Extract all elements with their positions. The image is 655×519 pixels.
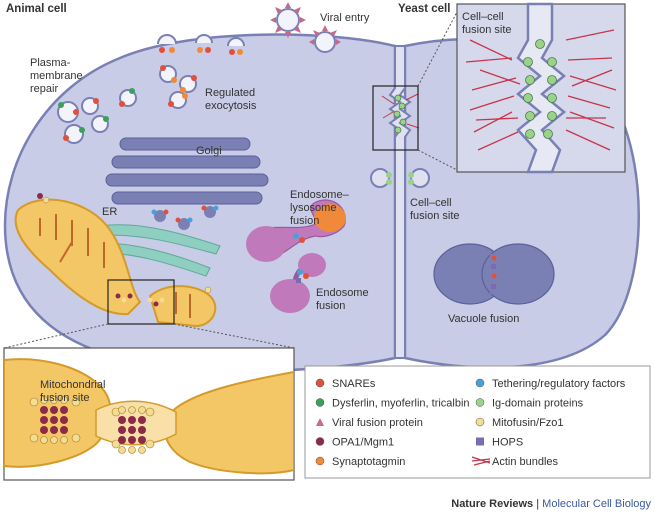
mito-fusion-label: Mitochondrial fusion site (40, 379, 108, 404)
membrane-repair-label: Plasma- membrane repair (30, 57, 86, 95)
vacuole-fusion-label: Vacuole fusion (448, 313, 519, 325)
golgi-vesicles (151, 205, 219, 230)
animal-cell-header: Animal cell (6, 3, 67, 15)
membrane-repair-proteins (58, 88, 135, 141)
er-label: ER (102, 206, 117, 218)
legend-label: Ig-domain proteins (492, 398, 584, 410)
legend-label: Mitofusin/Fzo1 (492, 417, 564, 429)
cell-cell-fusion-inset: Cell–cell fusion site (456, 2, 626, 174)
opa1-mgm1-swatch-icon (315, 437, 325, 446)
legend-item: Tethering/regulatory factors (475, 378, 626, 390)
golgi-label: Golgi (196, 145, 222, 157)
footer-section: Molecular Cell Biology (542, 498, 651, 510)
mitochondrial-fusion-inset: Mitochondrial fusion site (3, 347, 295, 481)
legend-item: SNAREs (315, 378, 376, 390)
endosome-fusion-label: Endosome fusion (316, 287, 372, 312)
inset-connector (417, 11, 458, 87)
viral-entry: Viral entry (270, 2, 370, 53)
legend-item: HOPS (476, 437, 523, 449)
endosome-lysosome-fusion (246, 199, 346, 262)
legend-label: Synaptotagmin (332, 456, 405, 468)
mitochondria (14, 193, 217, 328)
journal-footer: Nature Reviews | Molecular Cell Biology (451, 498, 651, 510)
mito-inset-connector (173, 323, 295, 349)
legend-label: Actin bundles (492, 456, 559, 468)
legend-item: Actin bundles (471, 456, 559, 468)
dysferlin-myoferlin-tricalbin-swatch-icon (315, 398, 325, 407)
mito-highlight-box (107, 279, 175, 325)
cell-cell-junction (388, 45, 412, 359)
junction-ig-proteins (393, 94, 407, 134)
mitofusin-fzo1-swatch-icon (475, 417, 485, 427)
hops-swatch-icon (476, 437, 484, 446)
virus-particle-fusing (309, 25, 341, 53)
legend-label: Viral fusion protein (332, 417, 423, 429)
junction-highlight-box (372, 85, 419, 151)
viral-entry-label: Viral entry (320, 12, 370, 24)
legend-label: Dysferlin, myoferlin, tricalbin (332, 398, 470, 410)
endosome-fusion (270, 253, 326, 313)
vacuole-fusion (433, 243, 555, 305)
legend-item: Viral fusion protein (316, 417, 423, 429)
exocytosis-label: Regulated exocytosis (205, 87, 258, 112)
endosome-lysosome-label: Endosome– lysosome fusion (290, 189, 352, 227)
exocytosis-proteins (159, 47, 243, 107)
legend-item: Synaptotagmin (315, 456, 405, 468)
actin-bundles-swatch-icon (471, 456, 491, 466)
legend-item: Mitofusin/Fzo1 (475, 417, 564, 429)
legend-item: OPA1/Mgm1 (315, 437, 394, 449)
legend-label: SNAREs (332, 378, 376, 390)
footer-journal: Nature Reviews (451, 498, 533, 510)
legend-item: Dysferlin, myoferlin, tricalbin (315, 398, 470, 410)
snares-swatch-icon (315, 378, 325, 388)
legend-label: OPA1/Mgm1 (332, 437, 394, 449)
mito-inset-connector (3, 323, 109, 349)
cell-cell-fusion-site-label: Cell–cell fusion site (410, 197, 460, 222)
legend-item: Ig-domain proteins (475, 398, 584, 410)
virus-particle (270, 2, 306, 38)
legend-label: Tethering/regulatory factors (492, 378, 626, 390)
inset-label: Cell–cell fusion site (462, 11, 512, 36)
mitochondrial-fusion-proteins (115, 293, 165, 307)
fusion-site-vesicles (370, 168, 430, 188)
golgi (105, 137, 269, 205)
junction-actin (381, 93, 420, 129)
yeast-cell-header: Yeast cell (398, 3, 450, 15)
footer-separator: | (533, 498, 542, 510)
inset-connector (417, 149, 458, 171)
viral-fusion-protein-swatch-icon (316, 418, 324, 426)
endoplasmic-reticulum (95, 224, 221, 277)
mito-inset-proteins (29, 396, 155, 454)
synaptotagmin-swatch-icon (315, 456, 325, 466)
ig-domain-proteins-swatch-icon (475, 398, 485, 407)
legend-label: HOPS (492, 437, 523, 449)
tethering-regulatory-factors-swatch-icon (475, 378, 485, 388)
